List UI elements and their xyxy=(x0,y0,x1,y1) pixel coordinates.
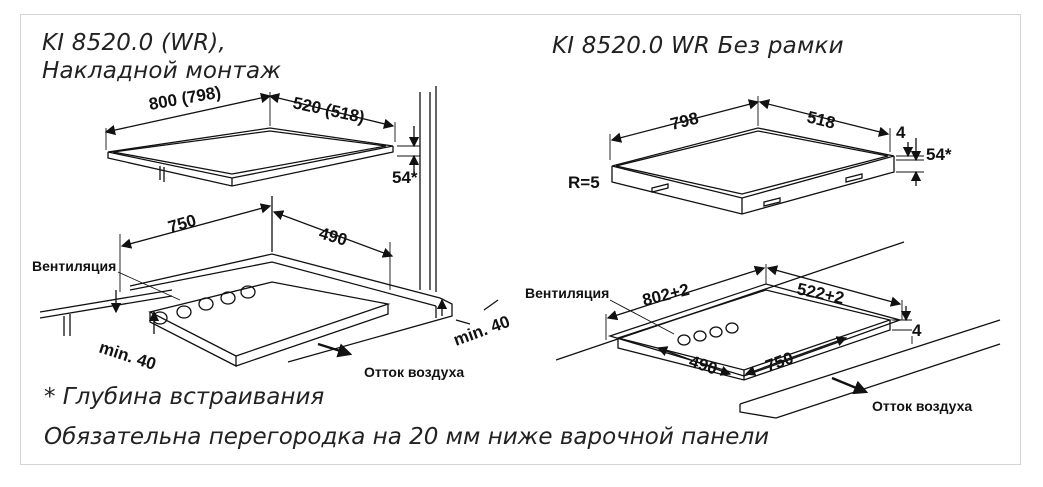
diagram-frame xyxy=(20,14,1021,465)
left-min-side: min. 40 xyxy=(451,312,513,350)
right-dim-width: 798 xyxy=(668,109,700,134)
right-radius: R=5 xyxy=(568,173,600,192)
right-cut-width-inner: 750 xyxy=(763,348,796,376)
footnote-depth: * Глубина встраивания xyxy=(44,384,325,410)
left-min-front: min. 40 xyxy=(97,338,159,374)
right-cut-width: 802+2 xyxy=(640,280,691,310)
right-dim-height: 54* xyxy=(926,145,952,164)
left-airflow-label: Отток воздуха xyxy=(364,364,464,380)
right-title: KI 8520.0 WR Без рамки xyxy=(552,33,844,59)
right-cut-depth-inner: 490 xyxy=(687,352,720,379)
left-hob xyxy=(107,127,394,187)
right-dimensions-top xyxy=(609,96,924,186)
right-frame-depth: 4 xyxy=(912,321,922,340)
left-title-line1: KI 8520.0 (WR), xyxy=(42,30,226,56)
left-cut-depth: 490 xyxy=(317,224,350,250)
right-vent-label: Вентиляция xyxy=(525,285,609,301)
right-hob xyxy=(611,127,895,215)
left-title-line2: Накладной монтаж xyxy=(42,58,282,84)
footnote-partition: Обязательна перегородка на 20 мм ниже ва… xyxy=(44,424,770,450)
left-vent-label: Вентиляция xyxy=(32,258,116,274)
right-dim-top: 4 xyxy=(896,123,906,142)
left-dim-depth: 520 (518) xyxy=(291,93,366,127)
right-worktop xyxy=(555,241,1001,419)
left-dimensions-top xyxy=(104,92,420,176)
left-cut-width: 750 xyxy=(166,211,199,237)
left-cabinet xyxy=(39,86,499,368)
left-dim-height: 54* xyxy=(392,168,418,187)
right-airflow-label: Отток воздуха xyxy=(872,398,972,414)
right-dim-depth: 518 xyxy=(805,107,837,132)
